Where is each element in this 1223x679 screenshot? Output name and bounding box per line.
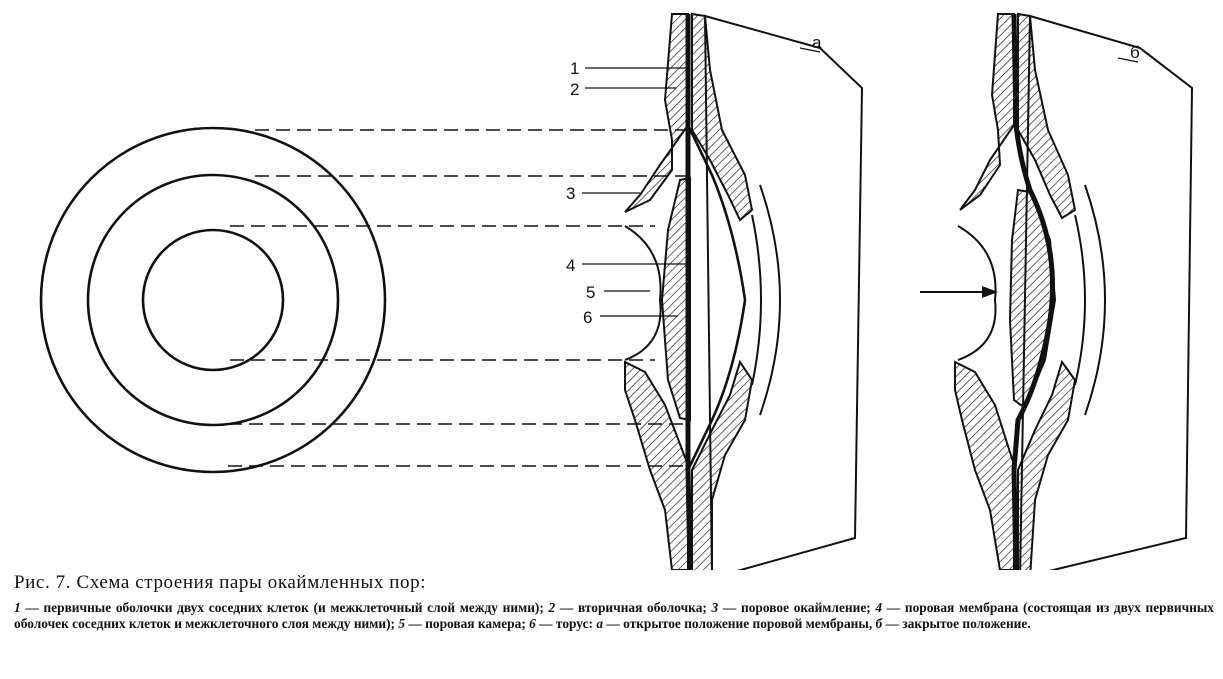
inner-circle: [141, 228, 285, 372]
caption-text-5: — поровая камера;: [405, 615, 530, 631]
caption-text-1: — первичные оболочки двух соседних клето…: [20, 600, 549, 615]
secondary-wall-right-bottom-b: [1017, 359, 1077, 570]
wall-block-a: [703, 14, 864, 570]
secondary-wall-left-bottom-a: [624, 360, 689, 570]
caption-text-3: — поровое окаймление;: [718, 600, 876, 615]
caption-text-4: — поровая мембрана (состоящая из двух пе…: [14, 600, 1214, 631]
label-5: 5: [586, 283, 595, 302]
pit-membrane-a: [686, 124, 747, 471]
secondary-wall-right-bottom-a: [691, 359, 754, 570]
primary-wall-a: [685, 14, 693, 570]
caption-key-3: 3: [711, 600, 719, 615]
outer-contour-b: [1084, 184, 1106, 416]
caption-key-5: 5: [398, 615, 406, 631]
panel-label-a: а: [812, 33, 822, 52]
secondary-wall-right-top-b: [1017, 12, 1077, 220]
leader-lines: [582, 47, 1139, 317]
caption-body: 1 — первичные оболочки двух соседних кле…: [14, 600, 1214, 631]
caption-key-a: а: [596, 615, 604, 631]
caption-key-b: б: [875, 615, 883, 631]
aperture-a: [751, 214, 762, 386]
label-6: 6: [583, 308, 592, 327]
caption-key-1: 1: [14, 600, 21, 615]
caption-key-4: 4: [875, 600, 883, 615]
secondary-wall-left-bottom-b: [954, 360, 1015, 570]
outer-contour-a: [759, 184, 781, 416]
caption-text-2: — вторичная оболочка;: [555, 600, 712, 615]
label-1: 1: [570, 59, 579, 78]
caption-title: Рис. 7. Схема строения пары окаймленных …: [14, 572, 427, 593]
primary-wall-b: [1011, 13, 1055, 570]
notch-b: [957, 225, 997, 361]
panel-label-b: б: [1130, 43, 1140, 62]
caption-text-b: — закрытое положение.: [882, 615, 1031, 631]
label-2: 2: [570, 80, 579, 99]
projection-lines: [228, 129, 690, 467]
middle-circle: [86, 173, 340, 427]
pit-pair-diagram: 1 2 3 4 5 6 а б: [39, 12, 1194, 570]
outer-circle: [39, 126, 387, 474]
secondary-wall-left-top-b: [959, 13, 1015, 211]
label-3: 3: [566, 184, 575, 203]
caption-key-6: 6: [529, 615, 536, 631]
figure-caption: Рис. 7. Схема строения пары окаймленных …: [14, 572, 1214, 631]
arrow: [920, 286, 998, 298]
secondary-wall-right-top-a: [691, 12, 754, 222]
caption-text-6: — торус:: [535, 615, 597, 631]
label-4: 4: [566, 256, 575, 275]
notch-a: [624, 225, 662, 361]
plan-view: [39, 126, 387, 474]
caption-text-a: — открытое положение поровой мембраны,: [603, 615, 876, 631]
panel-b-closed: [954, 12, 1194, 570]
panel-a-open: [624, 12, 864, 570]
aperture-b: [1074, 214, 1086, 386]
caption-key-2: 2: [548, 600, 556, 615]
